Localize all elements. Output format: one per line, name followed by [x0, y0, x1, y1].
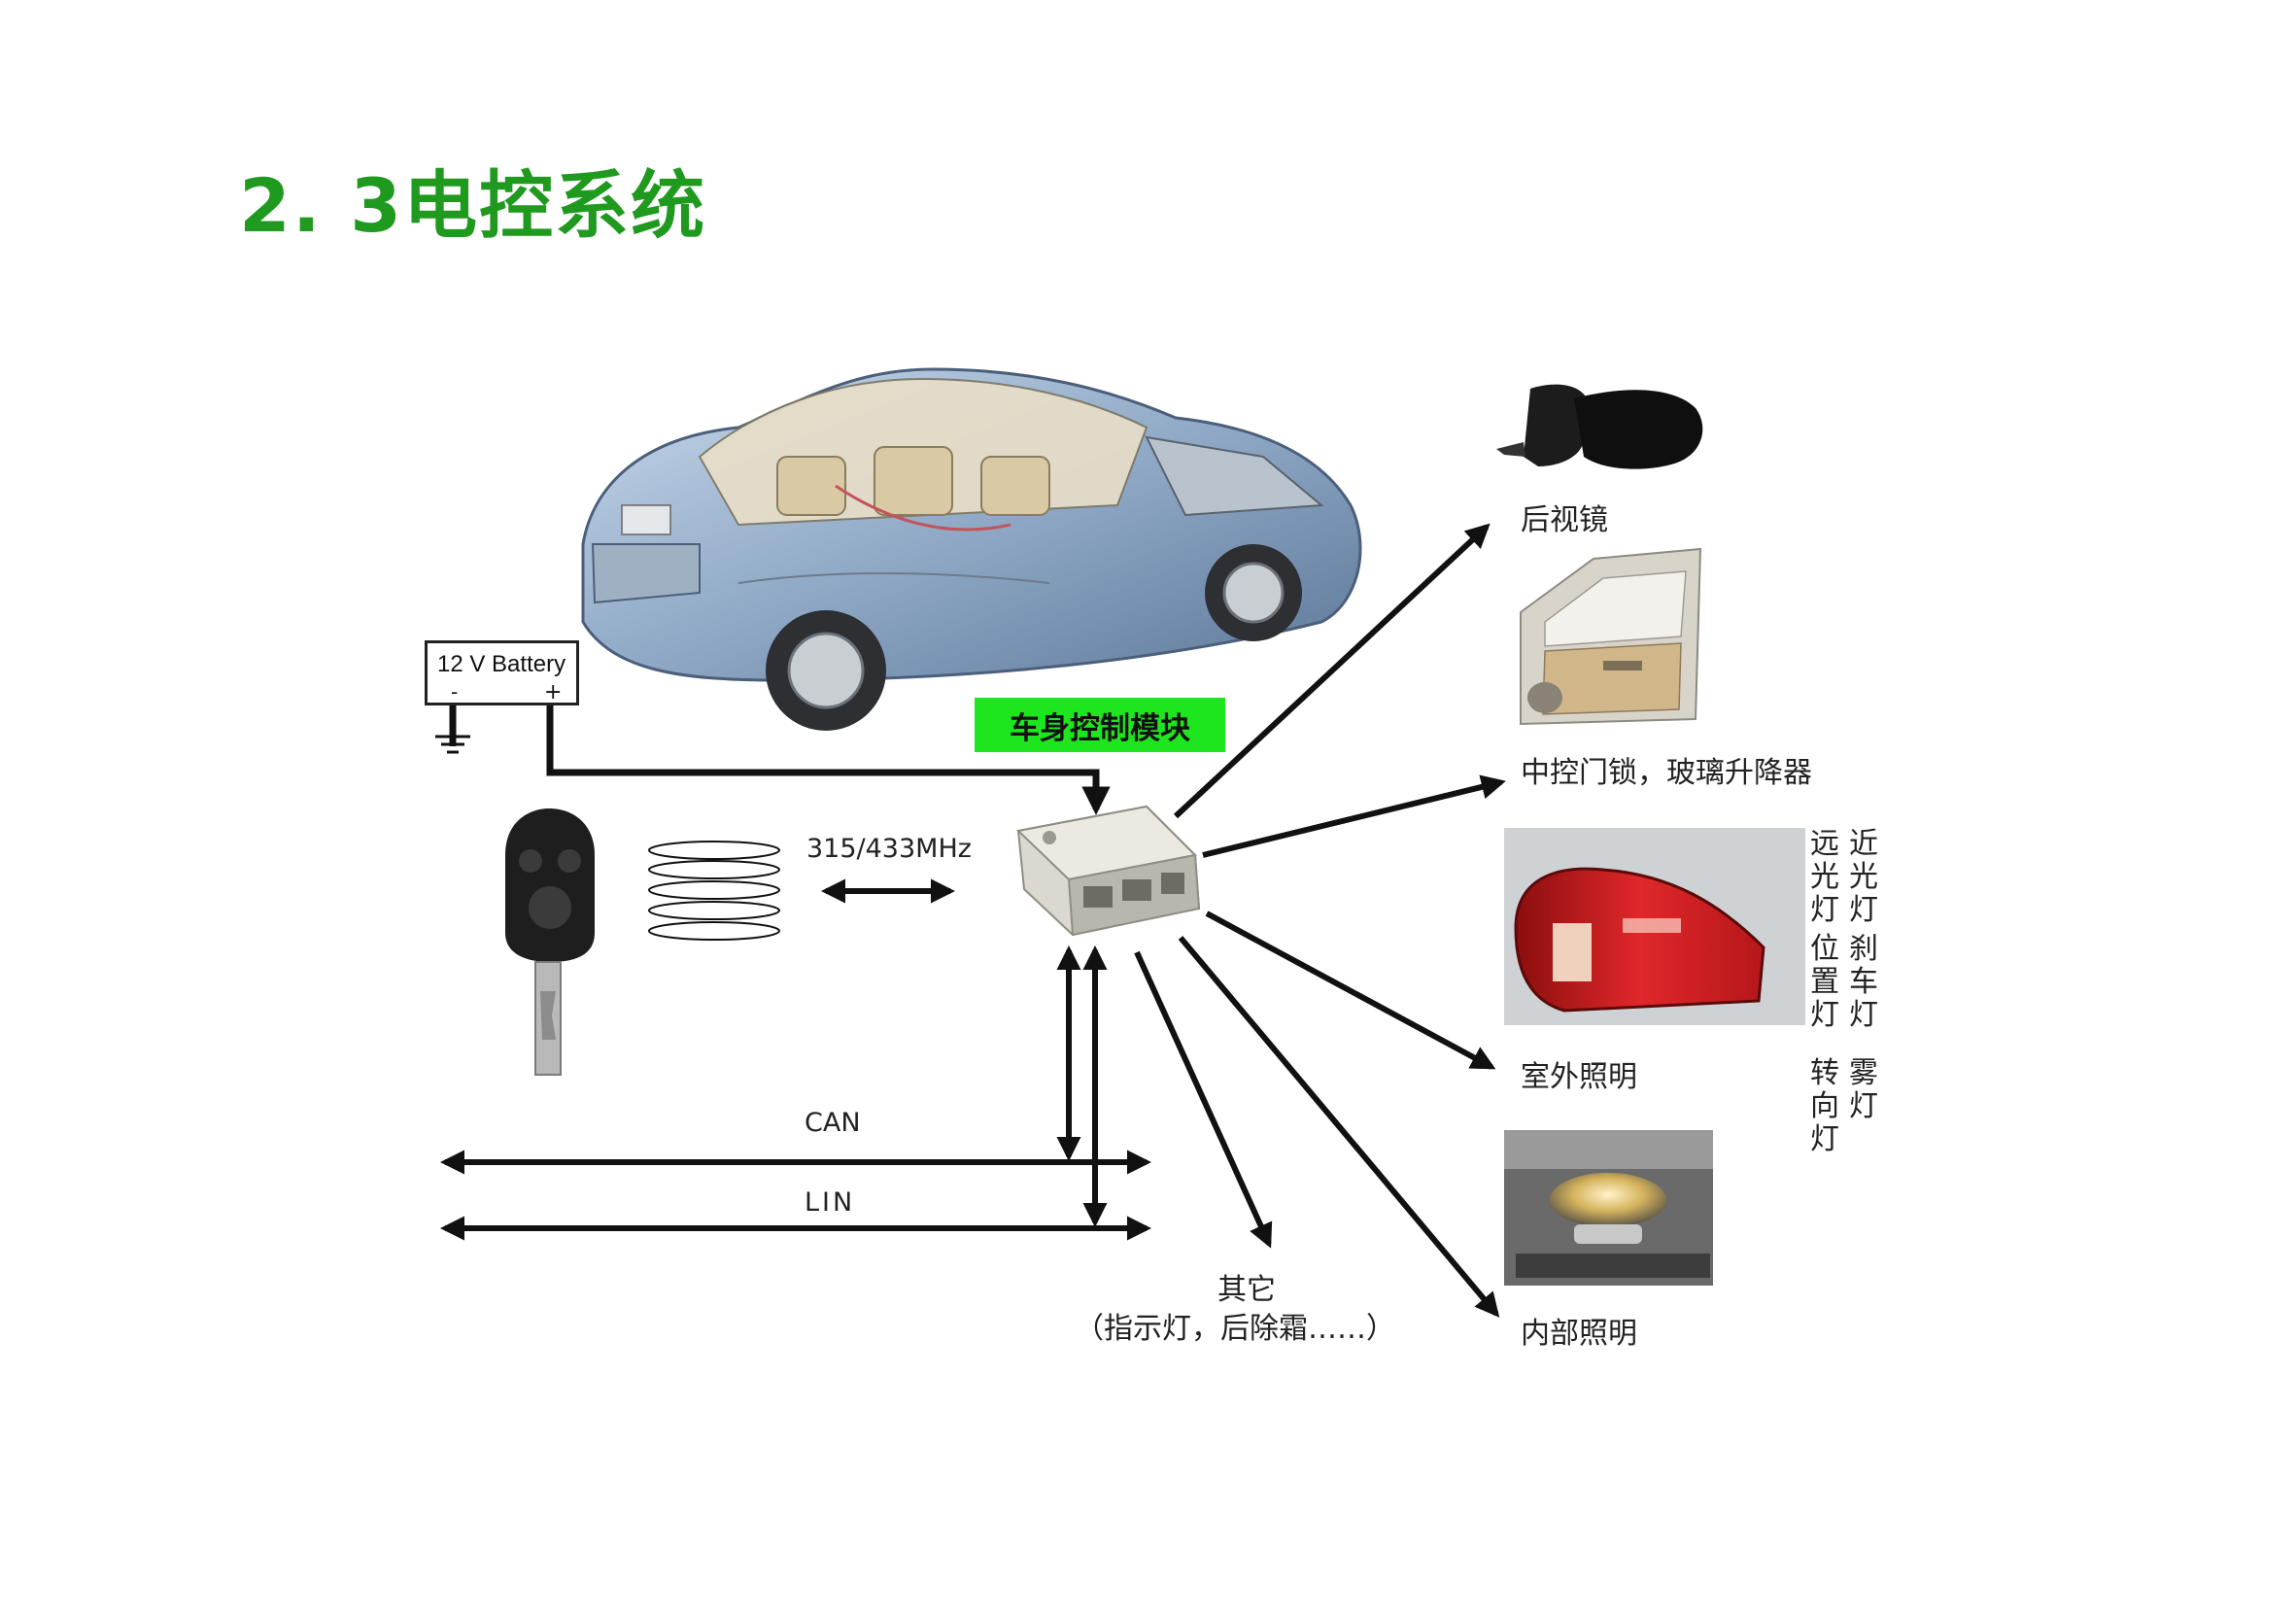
battery-box [425, 640, 579, 705]
other-label: 其它 [1217, 1273, 1276, 1307]
car-door-icon [1520, 547, 1702, 726]
page-title: 2. 3电控系统 [239, 162, 707, 249]
tail-light-icon [1504, 828, 1805, 1025]
lamp-fog: 雾灯 [1849, 1056, 1878, 1123]
battery-plus-terminal: + [544, 680, 563, 704]
battery-wiring [435, 705, 1111, 815]
other-detail-label: （指示灯，后除霜……） [1075, 1312, 1395, 1346]
lamp-position: 位置灯 [1810, 932, 1839, 1032]
dome-light-icon [1504, 1130, 1713, 1286]
car-cutaway-icon [581, 367, 1362, 731]
module-label: 车身控制模块 [975, 698, 1225, 752]
arrow-to-mirror [1173, 523, 1491, 819]
lamp-brake: 刹车灯 [1849, 932, 1878, 1032]
interior-light-label: 内部照明 [1521, 1317, 1637, 1351]
battery-minus-terminal: - [451, 680, 459, 704]
arrow-to-exterior-light [1205, 911, 1496, 1070]
arrow-to-other [1134, 950, 1273, 1249]
door-label: 中控门锁，玻璃升降器 [1521, 756, 1812, 790]
frequency-label: 315/433MHz [806, 834, 972, 864]
arrow-to-door [1202, 774, 1506, 858]
remote-key-icon [505, 808, 595, 1076]
can-bus-label: CAN [805, 1108, 861, 1138]
body-control-module-icon [1015, 805, 1201, 937]
ground-icon [435, 707, 470, 754]
mirror-label: 后视镜 [1521, 503, 1608, 537]
lamp-turn: 转向灯 [1810, 1056, 1839, 1156]
lamp-low-beam: 近光灯 [1849, 827, 1878, 927]
side-mirror-icon [1496, 384, 1703, 469]
arrow-to-interior-light [1178, 936, 1500, 1318]
battery-label: 12 V Battery [437, 651, 566, 677]
lin-bus-label: LIN [805, 1187, 856, 1218]
exterior-light-label: 室外照明 [1521, 1060, 1637, 1094]
lamp-high-beam: 远光灯 [1810, 827, 1839, 927]
radio-wave-icon [648, 841, 780, 941]
